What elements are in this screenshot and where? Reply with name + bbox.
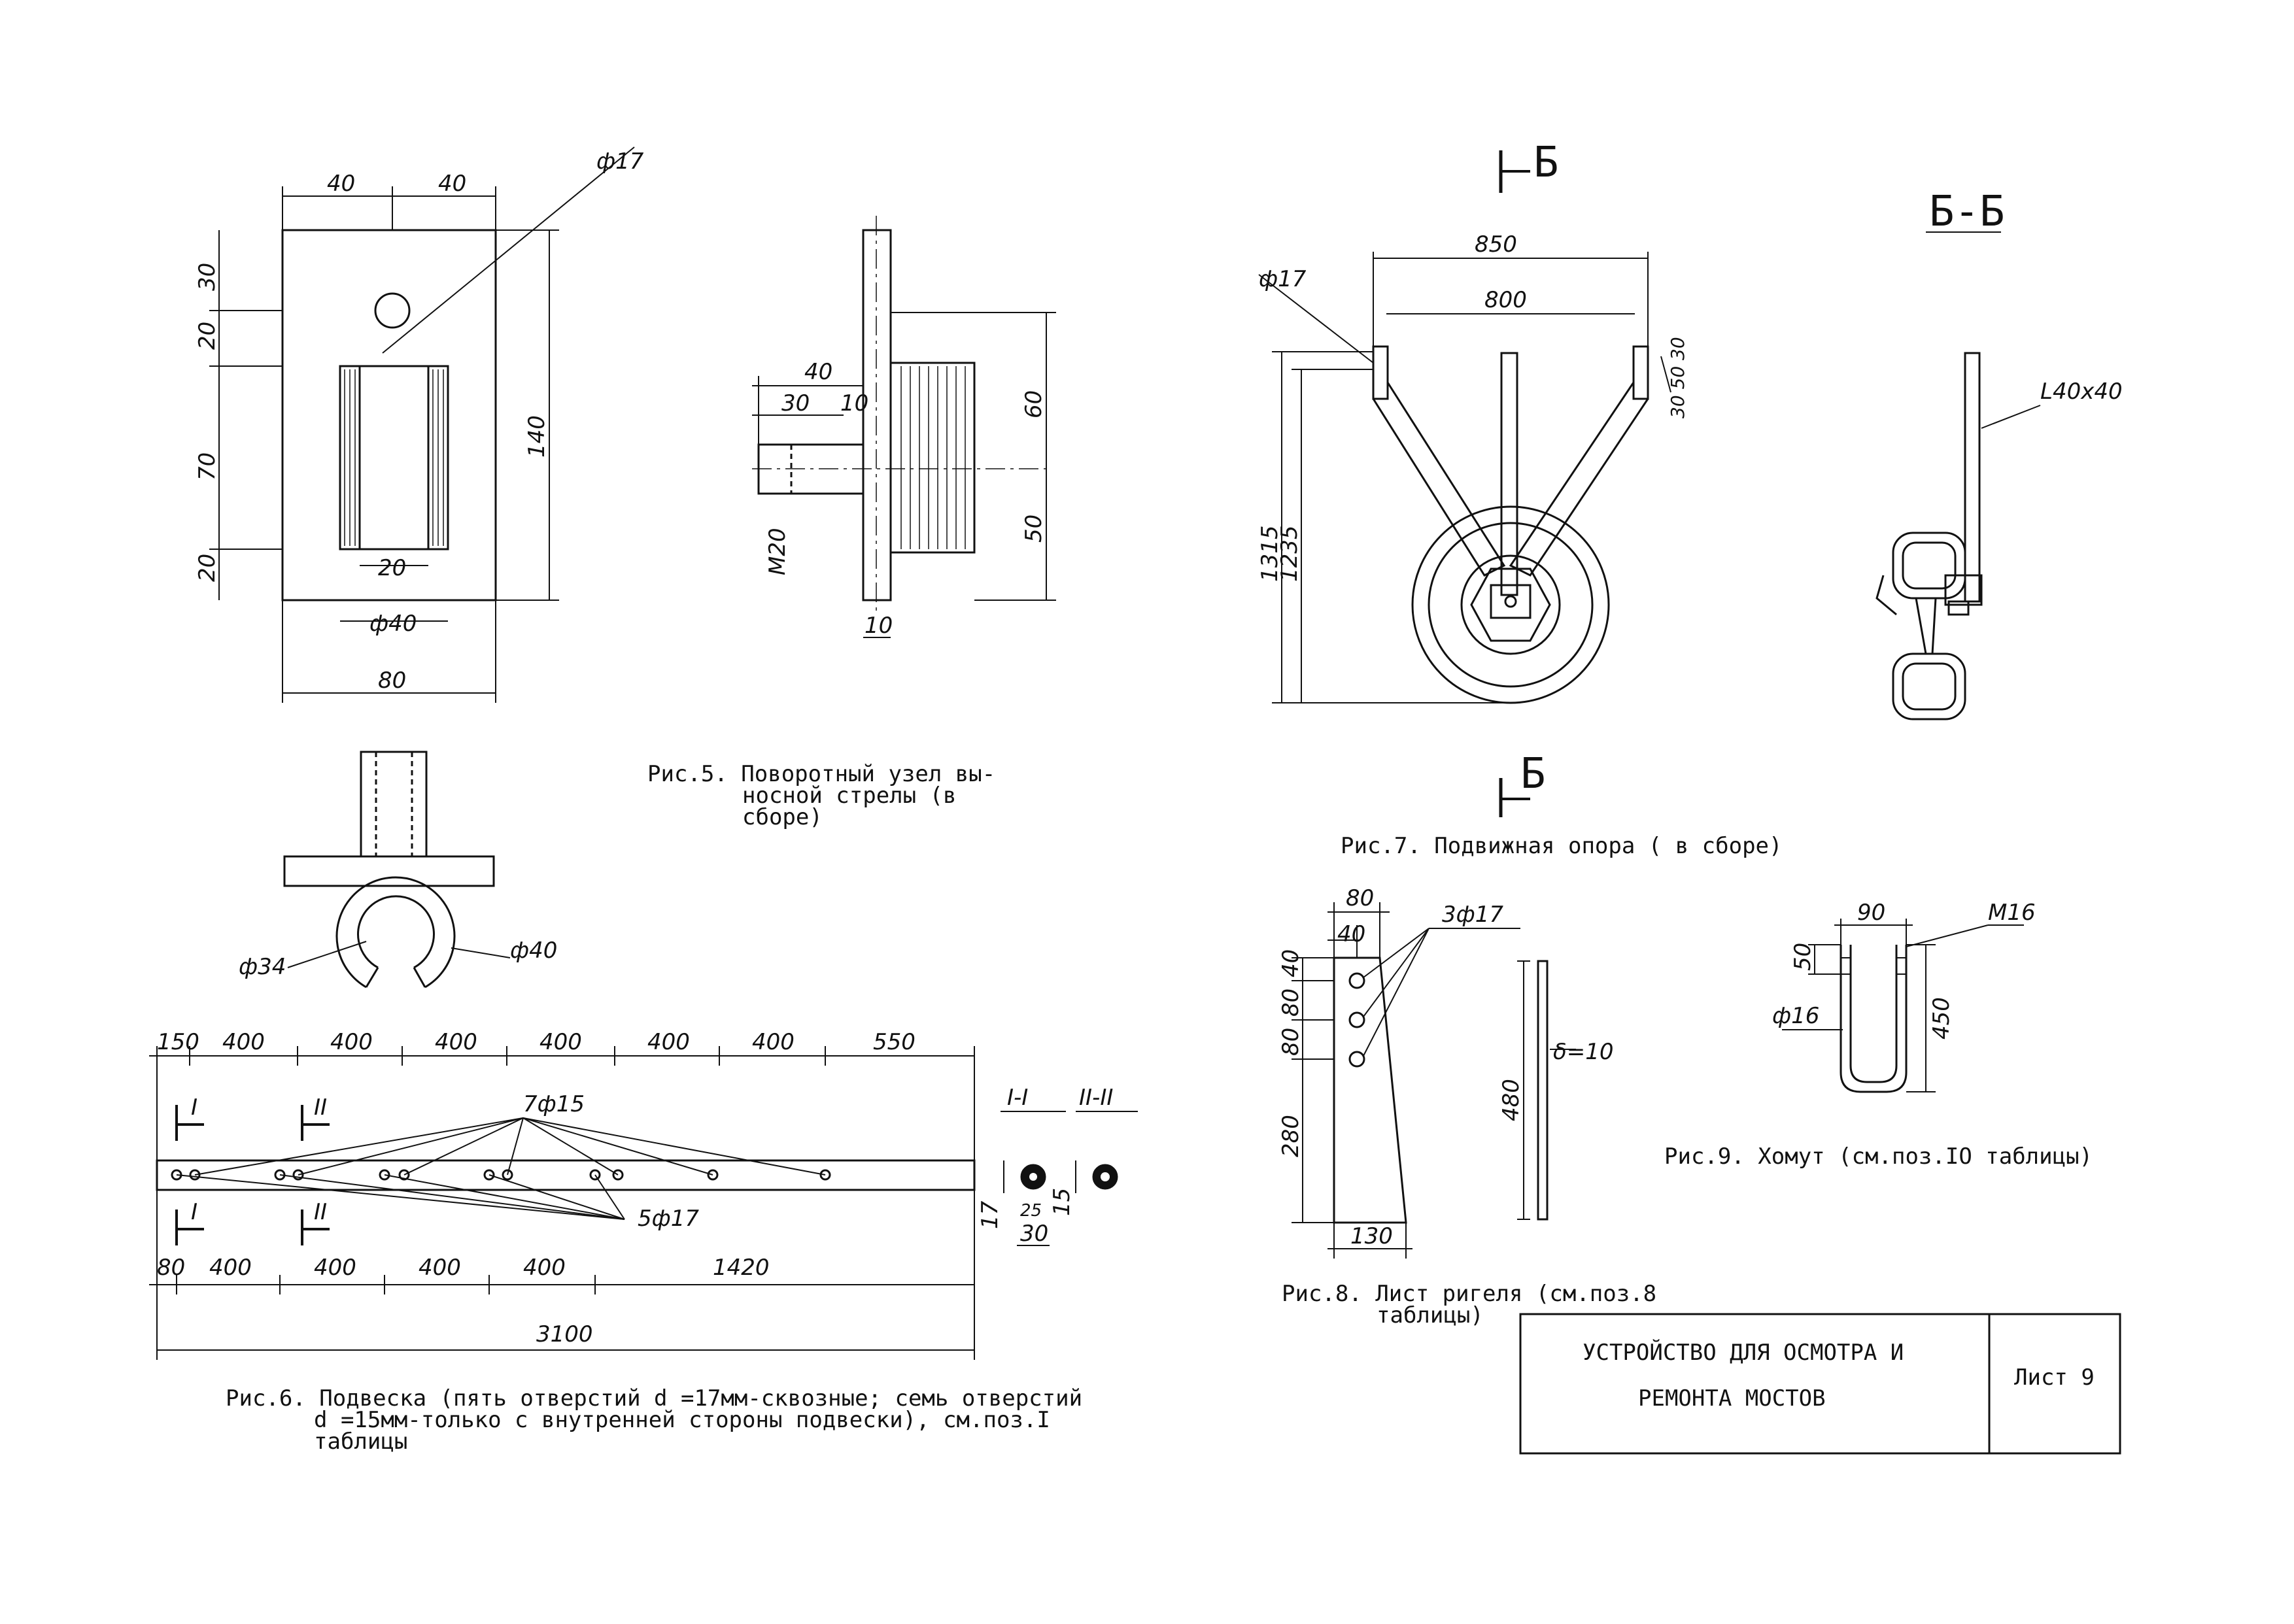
fig8-dim-thickness: δ=10 [1553, 1039, 1614, 1065]
fig7-caption: Рис.7. Подвижная опора ( в сборе) [1341, 833, 1783, 859]
fig6-total-dim: 3100 [536, 1321, 593, 1347]
fig6-section-mark-2b: II [314, 1199, 327, 1225]
fig9-dim-thread: M16 [1988, 900, 2036, 926]
fig8-caption-line-2: таблицы) [1377, 1302, 1484, 1328]
fig5-dim-left-4: 20 [194, 554, 220, 582]
fig7-dim-1315: 1315 [1257, 525, 1283, 582]
fig5-side-dim-a: 40 [804, 359, 832, 385]
fig5-front-view [209, 146, 635, 703]
fig5-side-dim-b: 30 [781, 390, 810, 416]
fig5-dim-left-1: 30 [194, 263, 220, 291]
fig6-section-dim-15: 15 [1049, 1188, 1075, 1216]
fig6-hanger [149, 1046, 976, 1360]
fig5-dim-left-3: 70 [194, 452, 220, 481]
fig5-dim-right: 140 [524, 415, 550, 458]
fig5-ring-dim-40: ф40 [510, 938, 557, 964]
fig6-section-dim-25: 25 [1020, 1201, 1042, 1221]
fig6-top-dim: 550 [873, 1029, 916, 1055]
fig5-ring-dim-34: ф34 [239, 954, 286, 980]
fig5-dim-dia: ф40 [369, 611, 417, 637]
fig8-dim-480: 480 [1498, 1079, 1524, 1121]
fig5-caption-line-3: сборе) [742, 804, 823, 830]
fig8-dim-v40: 40 [1278, 949, 1304, 977]
fig8-dim-v80a: 80 [1278, 989, 1304, 1017]
fig5-side-dim-c: 10 [840, 390, 868, 416]
fig6-top-dim: 400 [222, 1029, 265, 1055]
fig8-dim-holes: 3ф17 [1442, 902, 1503, 928]
fig8-dim-v80b: 80 [1278, 1028, 1304, 1056]
fig9-dim-50: 50 [1790, 943, 1816, 971]
fig7-dim-1235: 1235 [1276, 525, 1303, 582]
fig6-caption-line-3: таблицы [314, 1429, 407, 1455]
fig6-top-dim: 400 [330, 1029, 373, 1055]
fig6-bottom-dim: 400 [209, 1255, 252, 1281]
title-block-sheet: Лист 9 [2014, 1364, 2095, 1391]
fig6-bottom-dim: 1420 [713, 1255, 770, 1281]
fig8-dim-80: 80 [1346, 885, 1374, 911]
fig5-dim-top-left: 40 [327, 171, 355, 197]
fig7-section-mark-bottom: Б [1520, 750, 1546, 798]
fig5-dim-inner: 20 [378, 555, 406, 581]
fig5-dim-hole: ф17 [596, 148, 644, 175]
fig6-top-dim: 150 [157, 1029, 199, 1055]
fig9-dim-dia: ф16 [1772, 1003, 1819, 1029]
fig7-dim-hole: ф17 [1259, 266, 1307, 292]
fig6-holes-5: 5ф17 [638, 1206, 699, 1232]
fig7-dim-side: 30 50 30 [1667, 337, 1688, 418]
fig6-bottom-dim: 400 [314, 1255, 356, 1281]
fig5-side-dim-thread: M20 [764, 528, 791, 575]
fig7-dim-800: 800 [1484, 287, 1527, 313]
fig6-holes-7: 7ф15 [523, 1091, 585, 1117]
fig5-side-dim-10: 10 [865, 613, 893, 639]
fig7-dim-angle: L40x40 [2040, 379, 2123, 405]
fig8-caption-line-1: Рис.8. Лист ригеля (см.поз.8 [1282, 1281, 1656, 1307]
fig9-dim-450: 450 [1928, 997, 1955, 1040]
fig6-top-dim: 400 [539, 1029, 582, 1055]
fig5-ring-view [283, 751, 511, 989]
fig6-sections [1001, 1111, 1138, 1246]
fig7-support [1258, 150, 1671, 817]
fig6-section-title-1: I-I [1007, 1085, 1028, 1111]
fig5-dim-top-right: 40 [438, 171, 466, 197]
title-block-line-1: УСТРОЙСТВО ДЛЯ ОСМОТРА И [1583, 1339, 1904, 1366]
fig5-dim-left-2: 20 [194, 322, 220, 350]
fig5-caption-line-2: носной стрелы (в [742, 783, 957, 809]
fig6-caption-line-1: Рис.6. Подвеска (пять отверстий d =17мм-… [226, 1385, 1082, 1412]
fig6-top-dim: 400 [435, 1029, 477, 1055]
fig9-caption: Рис.9. Хомут (см.поз.IO таблицы) [1664, 1143, 2093, 1170]
fig6-bottom-dim: 400 [523, 1255, 566, 1281]
fig6-top-dim: 400 [752, 1029, 795, 1055]
fig6-section-dim-30: 30 [1020, 1221, 1048, 1247]
fig7-section-bb [1875, 231, 2041, 720]
fig6-section-mark-1b: I [191, 1199, 197, 1225]
fig6-section-mark-2: II [314, 1094, 327, 1121]
fig5-side-dim-60: 60 [1021, 390, 1047, 418]
fig5-side-dim-50: 50 [1021, 515, 1047, 543]
fig6-bottom-dim: 80 [157, 1255, 185, 1281]
fig5-caption-line-1: Рис.5. Поворотный узел вы- [647, 761, 995, 787]
fig8-dim-v280: 280 [1278, 1115, 1304, 1157]
fig7-section-mark-top: Б [1533, 139, 1559, 187]
fig6-section-title-2: II-II [1079, 1085, 1113, 1111]
fig6-section-dim-17: 17 [977, 1200, 1003, 1229]
fig8-plate [1292, 902, 1576, 1259]
fig8-dim-130: 130 [1350, 1223, 1393, 1249]
fig7-section-title: Б-Б [1929, 188, 2005, 236]
fig9-clamp [1782, 919, 2024, 1093]
title-block-line-2: РЕМОНТА МОСТОВ [1638, 1385, 1826, 1412]
fig8-dim-40: 40 [1337, 921, 1365, 947]
fig6-section-mark-1: I [191, 1094, 197, 1121]
title-block-frame [1519, 1313, 2121, 1455]
fig6-bottom-dim: 400 [419, 1255, 461, 1281]
fig7-dim-850: 850 [1475, 231, 1517, 258]
fig5-side-view [752, 216, 1056, 638]
fig5-dim-bottom: 80 [378, 668, 406, 694]
fig6-caption-line-2: d =15мм-только с внутренней стороны подв… [314, 1407, 1050, 1433]
fig6-top-dim: 400 [647, 1029, 690, 1055]
fig9-dim-90: 90 [1857, 900, 1885, 926]
